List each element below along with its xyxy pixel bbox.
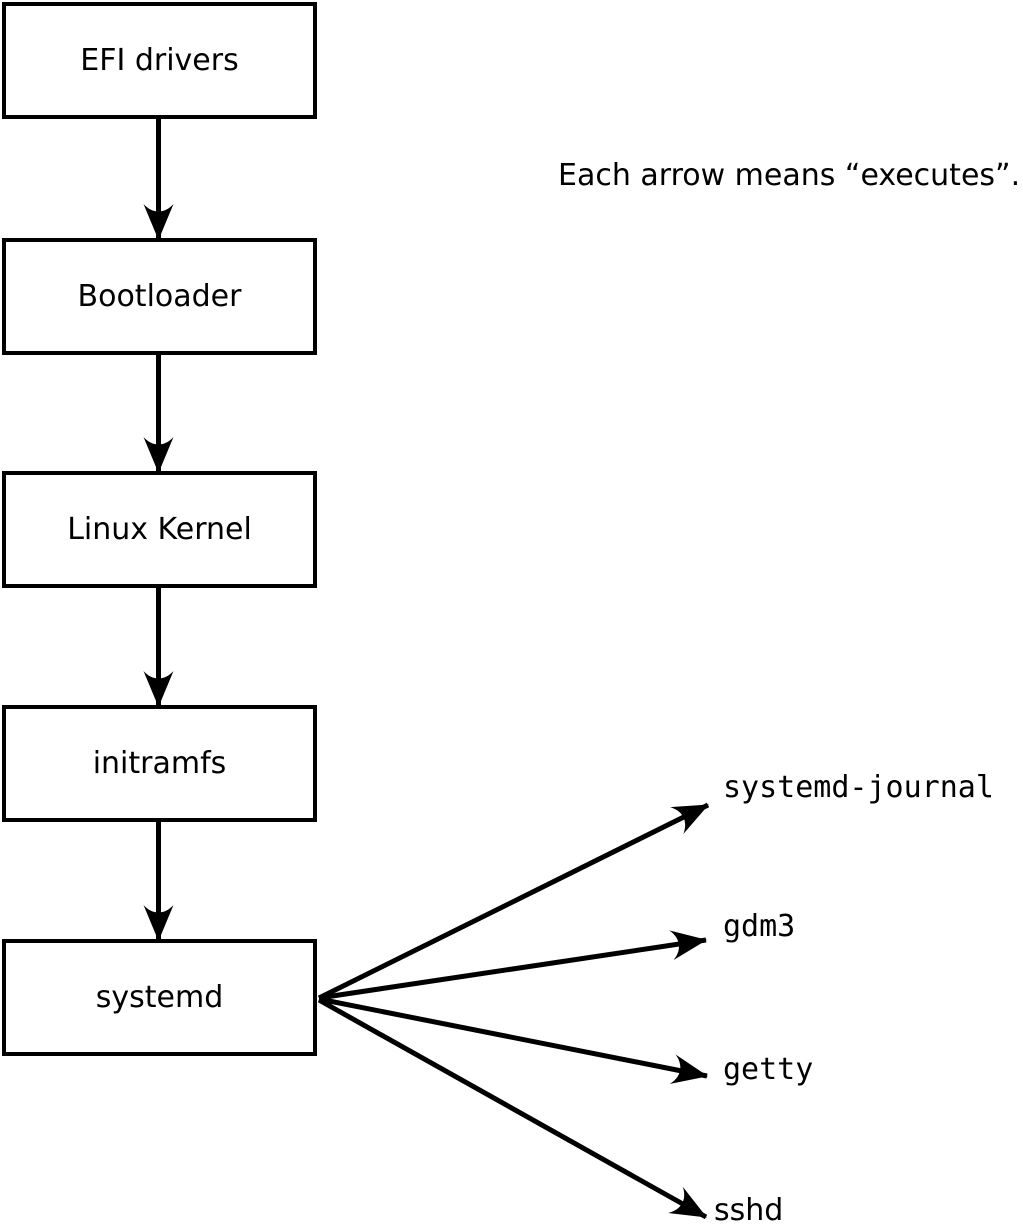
legend-note: Each arrow means “executes”.	[558, 158, 1021, 193]
node-bootloader: Bootloader	[2, 238, 317, 355]
arrow-systemd-to-systemd-journal	[317, 802, 710, 1001]
node-systemd-label: systemd	[95, 979, 224, 1015]
node-linux-kernel: Linux Kernel	[2, 471, 317, 588]
label-getty: getty	[723, 1052, 814, 1087]
node-systemd: systemd	[2, 939, 317, 1056]
node-efi-drivers-label: EFI drivers	[80, 42, 239, 78]
arrow-systemd-to-getty	[318, 996, 708, 1084]
arrow-systemd-to-gdm3	[318, 930, 707, 1001]
label-sshd: sshd	[714, 1193, 784, 1228]
label-gdm3: gdm3	[723, 909, 796, 944]
node-initramfs-label: initramfs	[92, 745, 227, 781]
node-bootloader-label: Bootloader	[77, 278, 242, 314]
node-linux-kernel-label: Linux Kernel	[67, 511, 252, 547]
arrow-systemd-to-sshd	[317, 997, 708, 1220]
node-efi-drivers: EFI drivers	[2, 2, 317, 119]
node-initramfs: initramfs	[2, 705, 317, 822]
label-systemd-journal: systemd-journal	[723, 770, 994, 805]
